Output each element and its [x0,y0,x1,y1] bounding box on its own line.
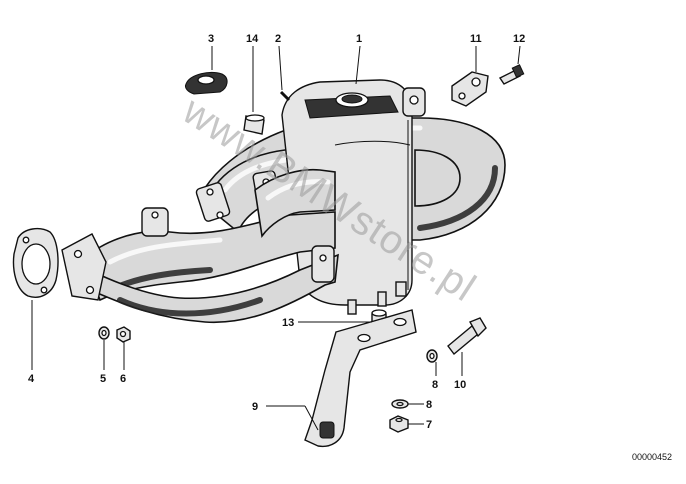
document-number: 00000452 [632,452,672,462]
bracket-tab-part [451,71,489,107]
washer-part-5 [98,326,110,340]
sleeve-part [243,114,265,135]
washer-part-8a [426,349,438,363]
callout-12: 12 [513,33,525,45]
support-bracket-part [304,309,417,448]
nut-part-6 [116,326,131,343]
nut-part-7 [389,415,409,433]
callout-2: 2 [275,33,281,45]
callout-9: 9 [252,401,258,413]
gasket-part [12,227,59,298]
callout-5: 5 [100,373,106,385]
front-flanges [61,207,335,301]
callout-1: 1 [356,33,362,45]
callout-8-lower: 8 [426,399,432,411]
callout-8-upper: 8 [432,379,438,391]
cap-part [185,71,228,95]
callout-numbers: 1 2 3 4 5 6 7 8 8 9 10 11 12 13 14 [28,33,525,431]
cap-on-housing [335,92,369,108]
screw-part-12 [498,64,525,85]
callout-7: 7 [426,419,432,431]
callout-3: 3 [208,33,214,45]
callout-14: 14 [246,33,259,45]
callout-4: 4 [28,373,35,385]
callout-13: 13 [282,317,294,329]
leader-lines [31,45,521,431]
callout-11: 11 [470,33,482,45]
stud-part [279,90,291,102]
bolt-part-10 [447,317,487,356]
washer-part-8b [391,399,409,409]
callout-10: 10 [454,379,466,391]
callout-6: 6 [120,373,126,385]
